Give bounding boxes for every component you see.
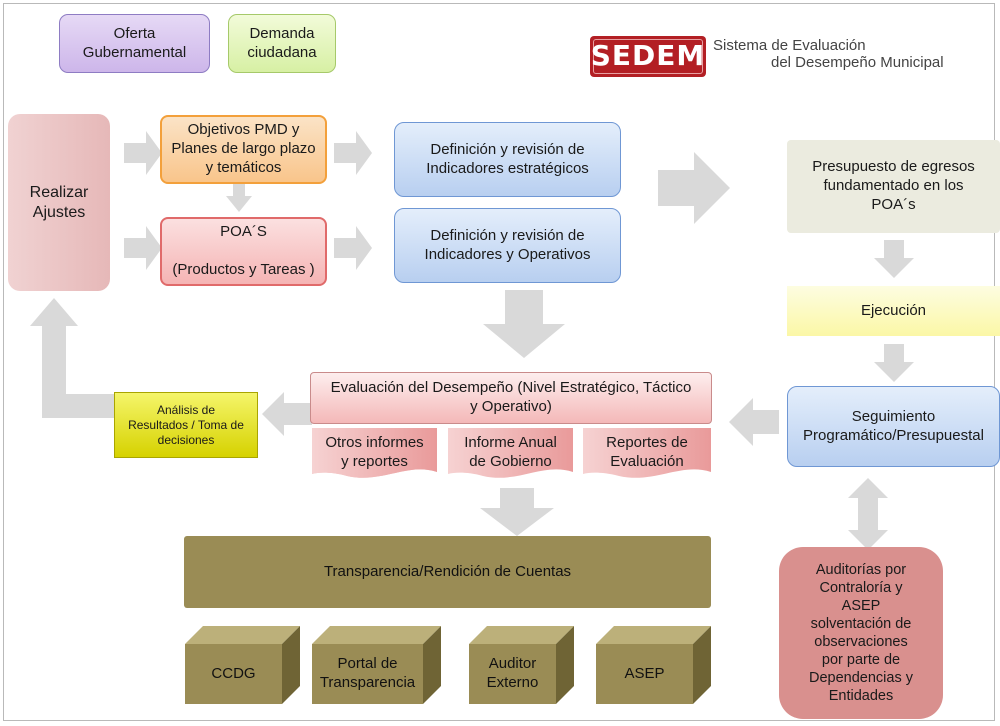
transparencia-box: Transparencia/Rendición de Cuentas	[184, 536, 711, 608]
logo-subtitle-line1: Sistema de Evaluación	[713, 37, 866, 54]
arrow-right-2	[334, 131, 372, 175]
cube-auditor-label: Auditor Externo	[486, 655, 539, 691]
arrow-right-1	[124, 131, 162, 175]
arrow-right-3	[124, 226, 162, 270]
demanda-ciudadana-box: Demanda ciudadana	[228, 14, 336, 73]
presupuesto-egresos-box: Presupuesto de egresos fundamentado en l…	[787, 140, 1000, 233]
poas-box: POA´S (Productos y Tareas )	[160, 217, 327, 286]
cube-auditor-externo: Auditor Externo	[469, 626, 574, 704]
objetivos-pmd-box: Objetivos PMD y Planes de largo plazo y …	[160, 115, 327, 184]
arrow-down-right-2	[874, 344, 914, 382]
analisis-resultados-box: Análisis de Resultados / Toma de decisio…	[114, 392, 258, 458]
arrow-right-big	[658, 152, 730, 224]
doc-otros-informes-label: Otros informes y reportes	[325, 434, 424, 470]
auditorias-box: Auditorías por Contraloría y ASEP solven…	[779, 547, 943, 719]
arrow-down-transparencia	[480, 488, 554, 536]
sedem-logo-word: SEDEM	[590, 39, 706, 72]
arrow-left-1	[729, 398, 779, 446]
cube-portal-label: Portal de Transparencia	[319, 655, 416, 691]
doc-informe-anual: Informe Anual de Gobierno	[448, 428, 573, 482]
cube-asep-label: ASEP	[624, 664, 665, 682]
arrow-double-vertical	[848, 478, 888, 550]
doc-reportes-evaluacion: Reportes de Evaluación	[583, 428, 711, 482]
logo-subtitle-line2: del Desempeño Municipal	[771, 54, 944, 71]
sedem-logo: SEDEM	[590, 36, 706, 77]
cube-asep: ASEP	[596, 626, 711, 704]
cube-ccdg-label: CCDG	[211, 664, 256, 682]
seguimiento-box: Seguimiento Programático/Presupuestal	[787, 386, 1000, 467]
ejecucion-box: Ejecución	[787, 286, 1000, 336]
arrow-left-2	[262, 392, 312, 436]
evaluacion-desempeno-box: Evaluación del Desempeño (Nivel Estratég…	[310, 372, 712, 424]
cube-ccdg: CCDG	[185, 626, 300, 704]
arrow-down-big	[483, 290, 565, 358]
arrow-down-right-1	[874, 240, 914, 278]
doc-otros-informes: Otros informes y reportes	[312, 428, 437, 482]
realizar-ajustes-box: Realizar Ajustes	[8, 114, 110, 291]
doc-reportes-evaluacion-label: Reportes de Evaluación	[606, 434, 688, 470]
indicadores-estrategicos-box: Definición y revisión de Indicadores est…	[394, 122, 621, 197]
arrow-down-small	[226, 184, 252, 212]
cube-portal-transparencia: Portal de Transparencia	[312, 626, 441, 704]
arrow-right-4	[334, 226, 372, 270]
arrow-return-up	[30, 298, 116, 430]
indicadores-operativos-box: Definición y revisión de Indicadores y O…	[394, 208, 621, 283]
oferta-gubernamental-box: Oferta Gubernamental	[59, 14, 210, 73]
diagram-frame	[3, 3, 995, 721]
doc-informe-anual-label: Informe Anual de Gobierno	[464, 434, 557, 470]
